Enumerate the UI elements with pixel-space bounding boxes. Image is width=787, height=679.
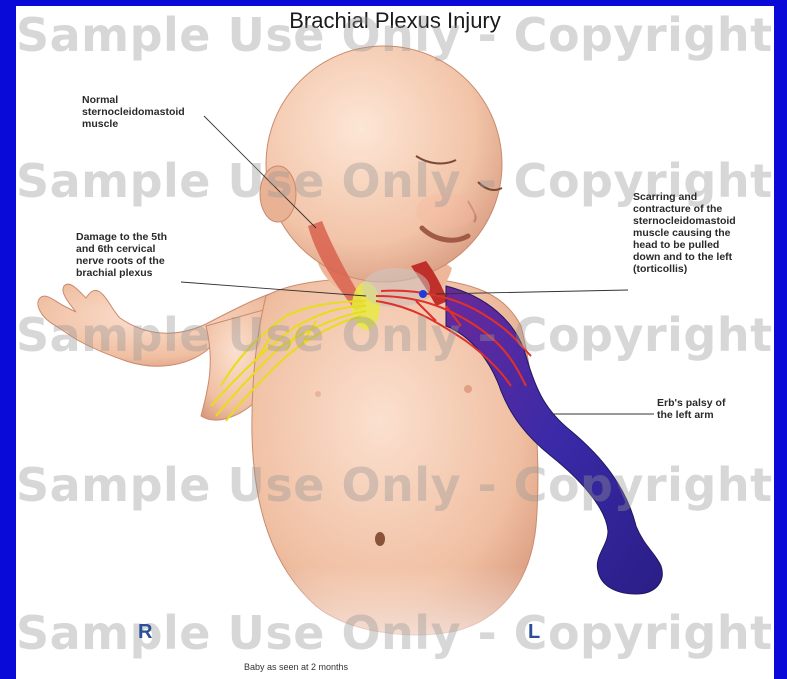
navel: [375, 532, 385, 546]
label-scarring: Scarring and contracture of the sternocl…: [633, 191, 736, 275]
label-nerve-damage: Damage to the 5th and 6th cervical nerve…: [76, 231, 167, 279]
caption: Baby as seen at 2 months: [16, 662, 576, 672]
head: [266, 46, 502, 282]
side-marker-right: R: [138, 621, 152, 644]
label-normal-muscle: Normal sternocleidomastoid muscle: [82, 94, 185, 130]
side-marker-left: L: [528, 621, 540, 644]
label-erbs-palsy: Erb's palsy of the left arm: [657, 397, 725, 421]
diagram-title: Brachial Plexus Injury: [16, 6, 774, 36]
illustration-panel: Brachial Plexus Injury Sample Use Only -…: [16, 6, 774, 679]
